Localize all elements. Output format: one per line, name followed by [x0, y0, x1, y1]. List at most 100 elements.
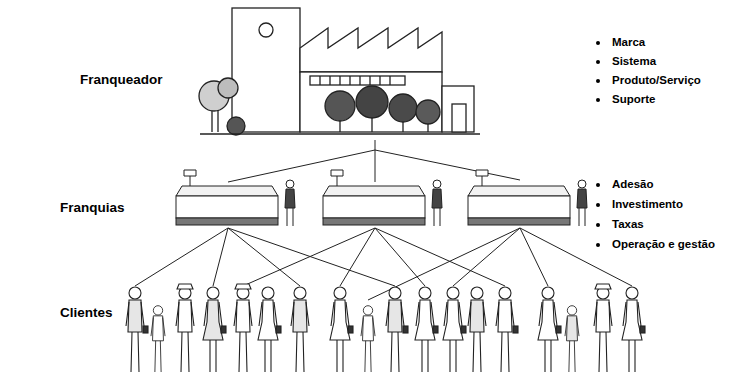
figure-arms	[565, 317, 579, 336]
bush	[227, 117, 245, 135]
attendant-head	[433, 180, 441, 188]
hierarchy-line	[243, 228, 375, 286]
hierarchy-line	[375, 228, 425, 286]
client-figure	[291, 287, 309, 372]
bush	[416, 100, 440, 124]
figure-bag	[221, 326, 226, 333]
figure-head	[262, 287, 274, 299]
hierarchy-line	[228, 228, 395, 286]
figure-arms	[234, 302, 252, 326]
figure-legs	[599, 332, 607, 372]
figure-body	[470, 300, 484, 332]
bullet-item: Sistema	[596, 55, 656, 69]
factory-hall	[300, 72, 442, 132]
strip-window	[310, 76, 405, 85]
attendant-legs	[287, 208, 293, 226]
hierarchy-line	[135, 228, 228, 286]
figure-body	[538, 300, 558, 340]
kiosk-illustration	[176, 170, 295, 226]
figure-head	[567, 306, 576, 315]
kiosk-glass	[323, 186, 425, 196]
bush	[356, 86, 388, 118]
attendant-body	[577, 189, 587, 208]
client-figure	[386, 287, 408, 372]
figure-arms	[416, 302, 434, 326]
figure-arms	[444, 302, 462, 326]
hierarchy-line	[375, 228, 505, 286]
client-figure	[594, 284, 612, 372]
figure-arms	[331, 302, 349, 326]
figure-body	[153, 316, 164, 341]
figure-head	[626, 287, 638, 299]
client-figure	[622, 287, 645, 372]
hierarchy-line	[520, 228, 548, 286]
ground-line	[200, 133, 480, 134]
figure-head	[294, 287, 306, 299]
figure-hat	[595, 284, 611, 289]
figure-legs	[473, 332, 481, 372]
hierarchy-line	[453, 228, 520, 286]
sawtooth-roof	[300, 28, 442, 72]
hierarchy-line	[228, 140, 375, 182]
client-lines	[135, 228, 632, 300]
figure-bag	[276, 326, 281, 333]
kiosk-counter	[323, 196, 425, 218]
figure-bag	[461, 326, 466, 333]
bullet-item: Operação e gestão	[596, 238, 715, 252]
figure-body	[415, 300, 435, 340]
kiosk-illustration	[323, 170, 442, 226]
figure-head	[129, 287, 141, 299]
attendant-legs	[434, 208, 440, 226]
kiosk-sign	[331, 170, 343, 186]
figure-legs	[569, 341, 575, 372]
figure-bag	[348, 326, 353, 333]
figure-arms	[126, 302, 144, 326]
client-figure	[176, 284, 194, 372]
attendant-head	[578, 180, 586, 188]
figure-head	[499, 287, 511, 299]
hierarchy-line	[375, 150, 520, 180]
factory-door	[452, 104, 466, 132]
figure-legs	[422, 340, 428, 372]
hierarchy-line	[213, 228, 228, 286]
figure-arms	[361, 317, 375, 336]
figure-head	[447, 287, 459, 299]
figure-head	[419, 287, 431, 299]
figure-body	[203, 300, 223, 340]
bush-trunks	[340, 118, 428, 132]
client-figure	[415, 287, 438, 372]
figure-body	[293, 300, 307, 332]
figure-bag	[403, 326, 408, 333]
hierarchy-line	[368, 228, 520, 300]
kiosk-counter	[468, 196, 570, 218]
figure-arms	[623, 302, 641, 326]
figure-body	[236, 300, 250, 332]
figure-legs	[545, 340, 551, 372]
kiosk-sign	[184, 170, 196, 186]
hierarchy-line	[375, 150, 376, 182]
attendant-head	[286, 180, 294, 188]
client-figures	[126, 284, 645, 372]
factory-tower	[232, 8, 300, 132]
figure-arms	[468, 302, 486, 326]
kiosk-counter	[176, 196, 278, 218]
figure-head	[153, 306, 162, 315]
figure-arms	[386, 302, 404, 326]
kiosk-base	[323, 218, 425, 225]
figure-arms	[151, 317, 165, 336]
kiosk-illustration	[468, 170, 587, 226]
bullet-item: Produto/Serviço	[596, 74, 701, 88]
figure-legs	[629, 340, 635, 372]
bullet-item: Adesão	[596, 178, 654, 192]
kiosk-glass	[468, 186, 570, 196]
hierarchy-line	[520, 228, 632, 286]
figure-body	[388, 300, 402, 332]
tier-label: Franquias	[60, 200, 125, 216]
figure-head	[207, 287, 219, 299]
figure-legs	[296, 332, 304, 372]
figure-legs	[131, 332, 139, 372]
tier-label: Franqueador	[80, 72, 163, 88]
kiosk-base	[176, 218, 278, 225]
